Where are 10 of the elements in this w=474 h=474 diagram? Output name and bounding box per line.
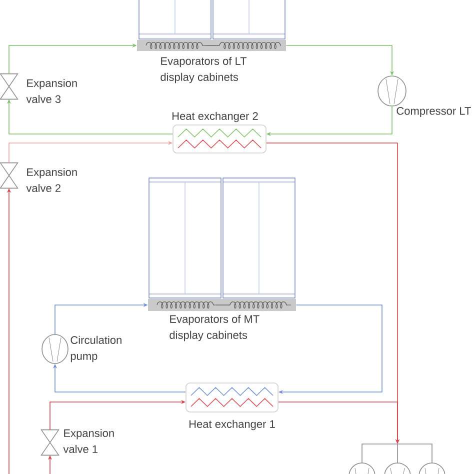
compressor-rack [348,444,446,474]
component-label: Expansion valve 1 [63,428,114,454]
component-label: Heat exchanger 1 [190,420,275,430]
component-label: Heat exchanger 2 [172,112,258,122]
component-label: Expansion valve 3 [26,78,77,104]
component-label: Compressor LT [396,107,471,117]
component-label: Circulation pump [70,336,122,362]
component-label: Expansion valve 2 [26,168,77,192]
component-label: Evaporators of LT display cabinets [160,56,247,84]
component-label: Evaporators of MT display cabinets [170,314,260,342]
